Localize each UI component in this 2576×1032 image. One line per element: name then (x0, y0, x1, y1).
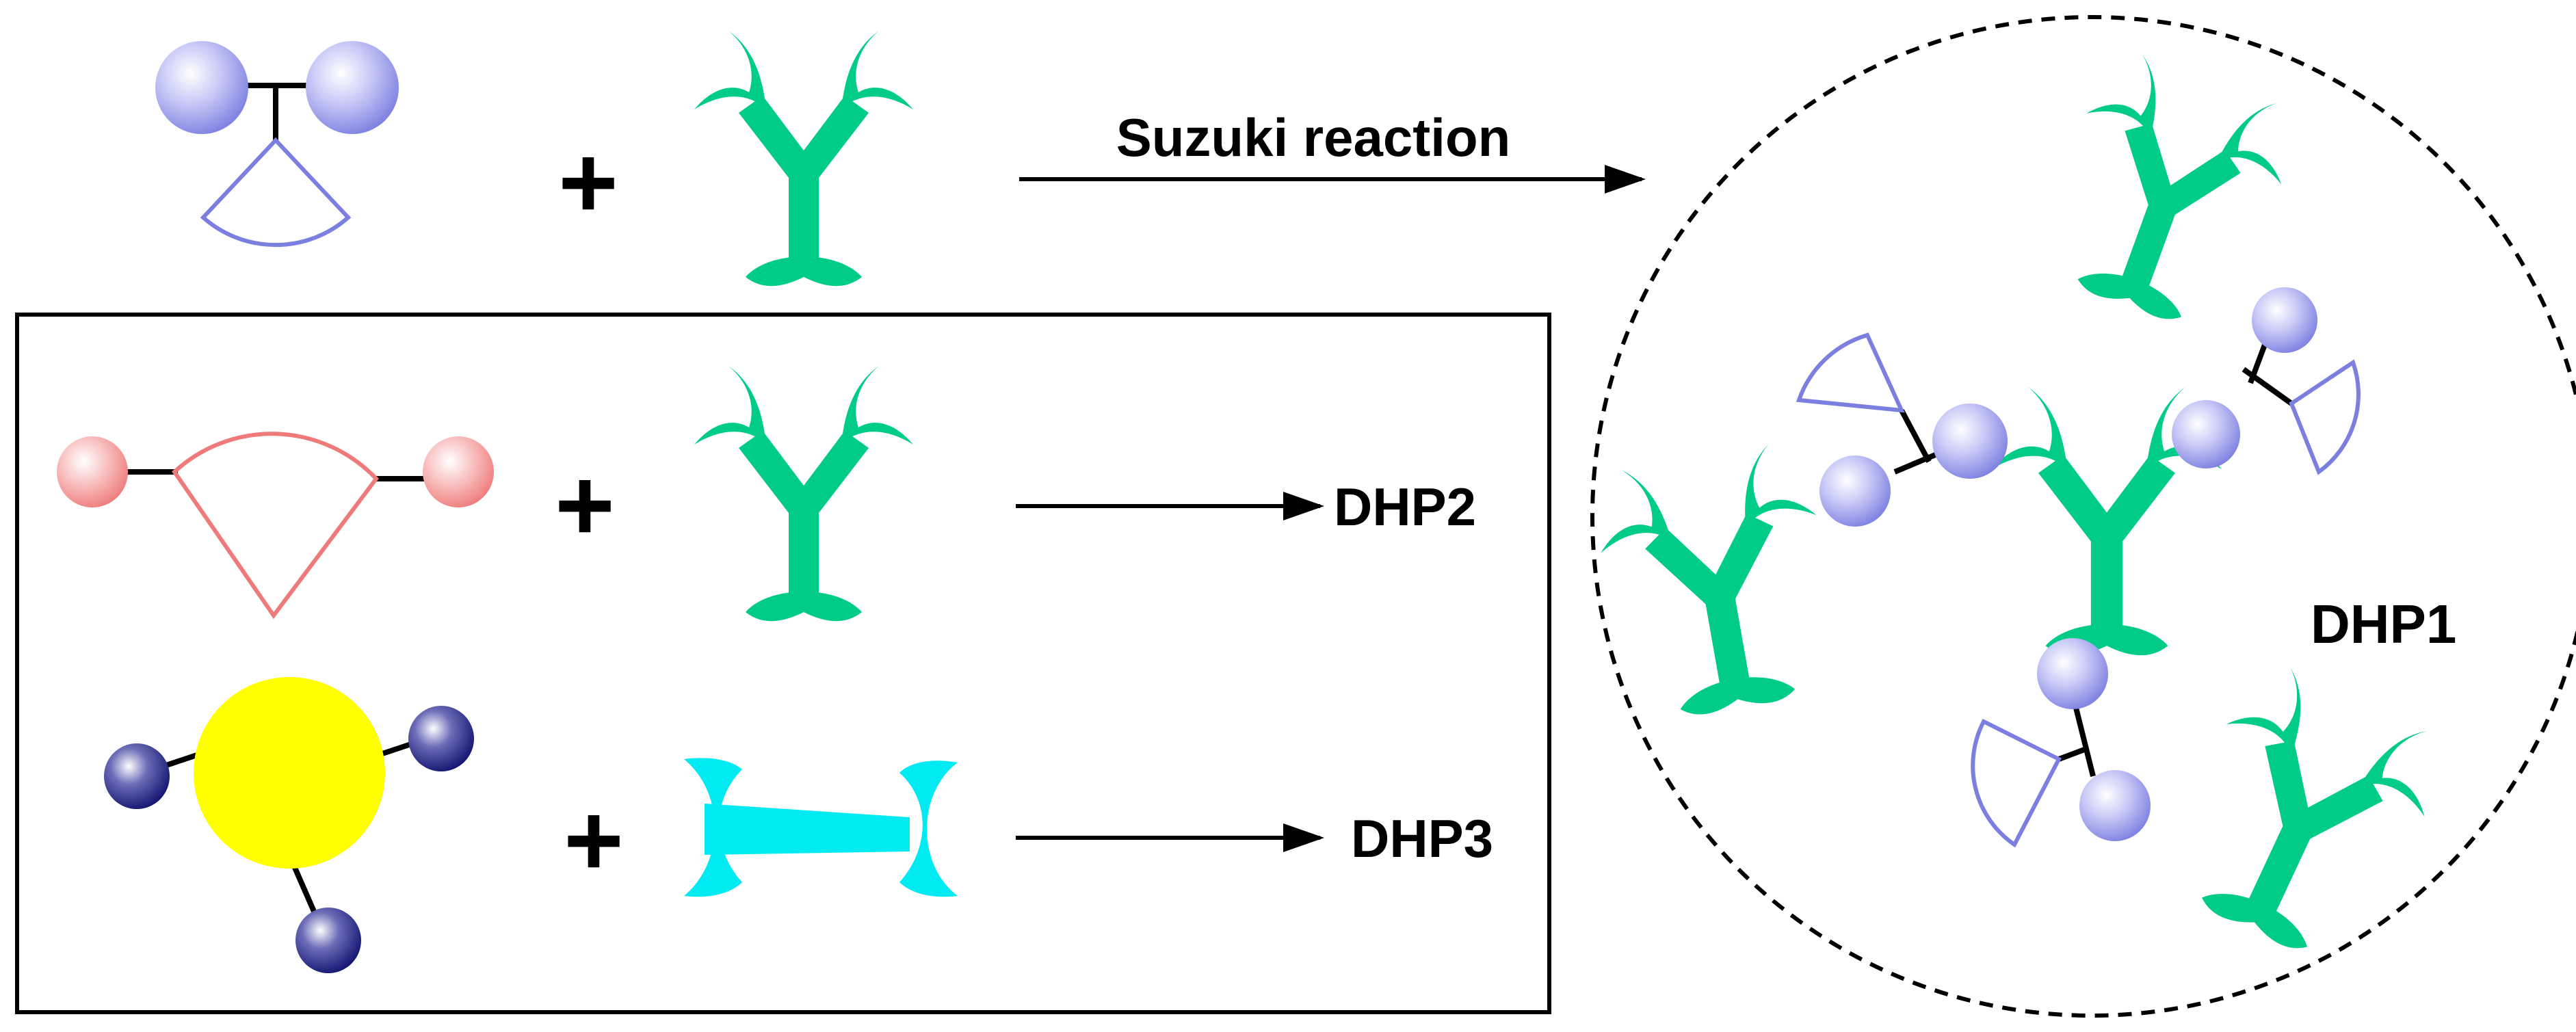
dhp1-network (1587, 43, 2458, 977)
ligand-blue-ditopic (155, 41, 399, 248)
plus-sign-row3: + (564, 782, 624, 897)
alternative-routes-box (15, 313, 1551, 1014)
linker-cyan-ditopic (684, 758, 958, 897)
dhp1-network-boundary (1590, 15, 2576, 1018)
ligand-red-ditopic (57, 432, 494, 620)
product-label-dhp3: DHP3 (1351, 808, 1493, 869)
ligand-yellow-tritopic (104, 677, 474, 973)
tripodal-unit-top (694, 31, 913, 287)
tripodal-unit-row2 (694, 366, 913, 622)
suzuki-reaction-label: Suzuki reaction (1116, 107, 1510, 168)
product-label-dhp2: DHP2 (1334, 477, 1476, 537)
plus-sign-row2: + (555, 447, 615, 562)
plus-sign-top: + (558, 124, 618, 239)
product-label-dhp1: DHP1 (2311, 594, 2456, 654)
